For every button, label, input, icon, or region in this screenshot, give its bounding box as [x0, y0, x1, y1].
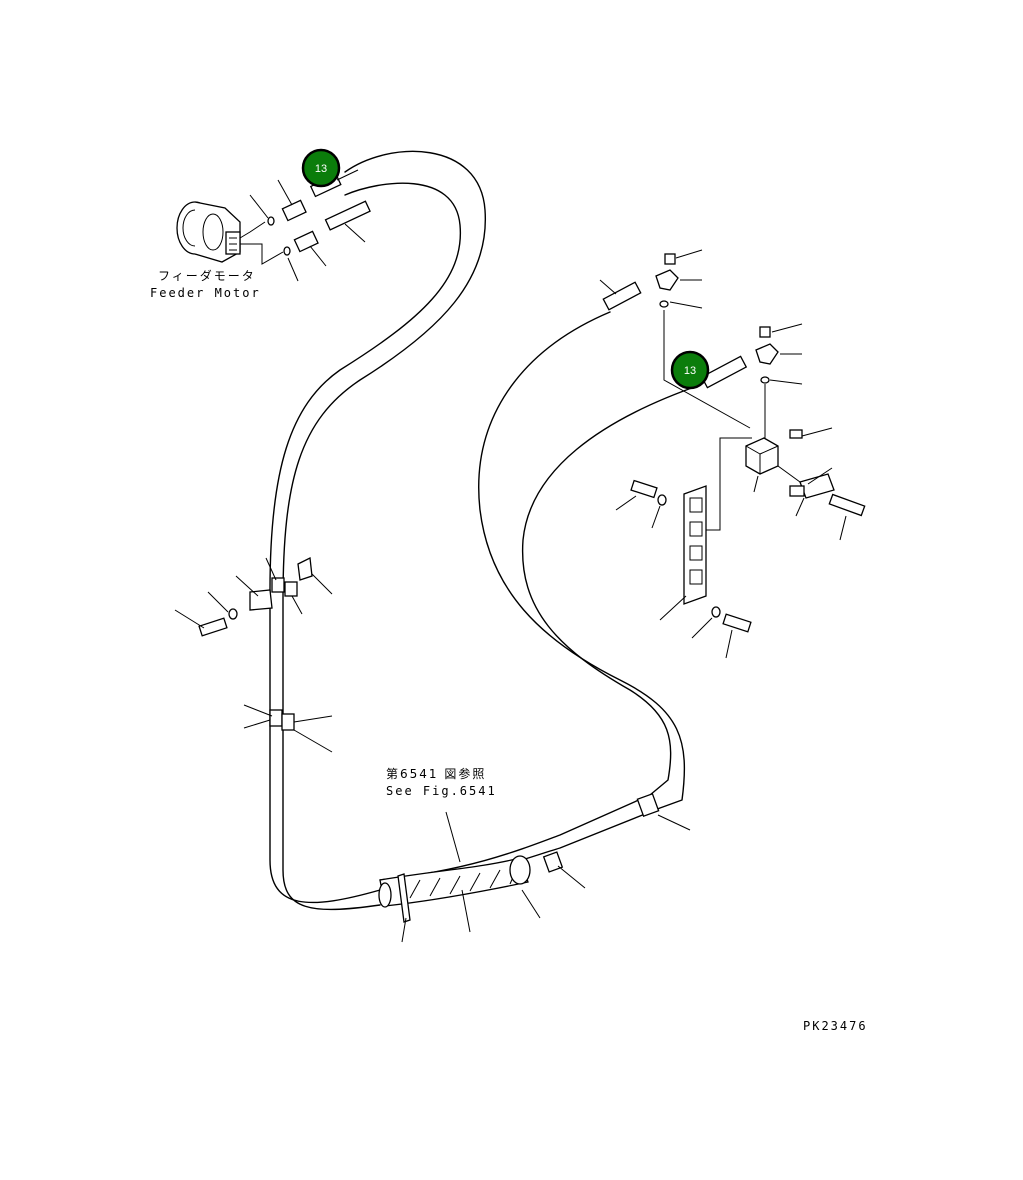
bottom-leaders — [401, 811, 691, 943]
left-hose-outer — [282, 150, 486, 911]
bracket-plate — [630, 437, 752, 633]
right-hose-inner — [379, 384, 701, 881]
feeder-motor-jp-label: フィーダモータ — [158, 268, 256, 283]
right-hose-outer — [379, 311, 685, 891]
left-leaders — [174, 557, 333, 753]
feeder-motor-en-label: Feeder Motor — [150, 286, 261, 300]
right-top-leaders — [599, 249, 803, 440]
feeder-motor — [176, 201, 284, 265]
callout-13-top-left-text: 13 — [315, 163, 327, 175]
right-mid-leaders — [615, 467, 847, 659]
callout-13-right[interactable]: 13 — [670, 350, 710, 390]
motor-leaders — [249, 179, 366, 282]
reference-jp-label: 第6541 図参照 — [386, 766, 486, 781]
drawing-code: PK23476 — [803, 1019, 868, 1033]
right-upper-fittings — [602, 253, 779, 389]
callout-13-top-left[interactable]: 13 — [301, 148, 341, 188]
valve-block — [745, 427, 866, 517]
left-hose-inner — [269, 182, 462, 904]
callout-13-right-text: 13 — [684, 365, 696, 377]
left-clamp-lower — [269, 709, 295, 731]
reference-en-label: See Fig.6541 — [386, 784, 497, 798]
hose-protector — [378, 792, 660, 923]
left-clamp-upper — [198, 557, 313, 637]
